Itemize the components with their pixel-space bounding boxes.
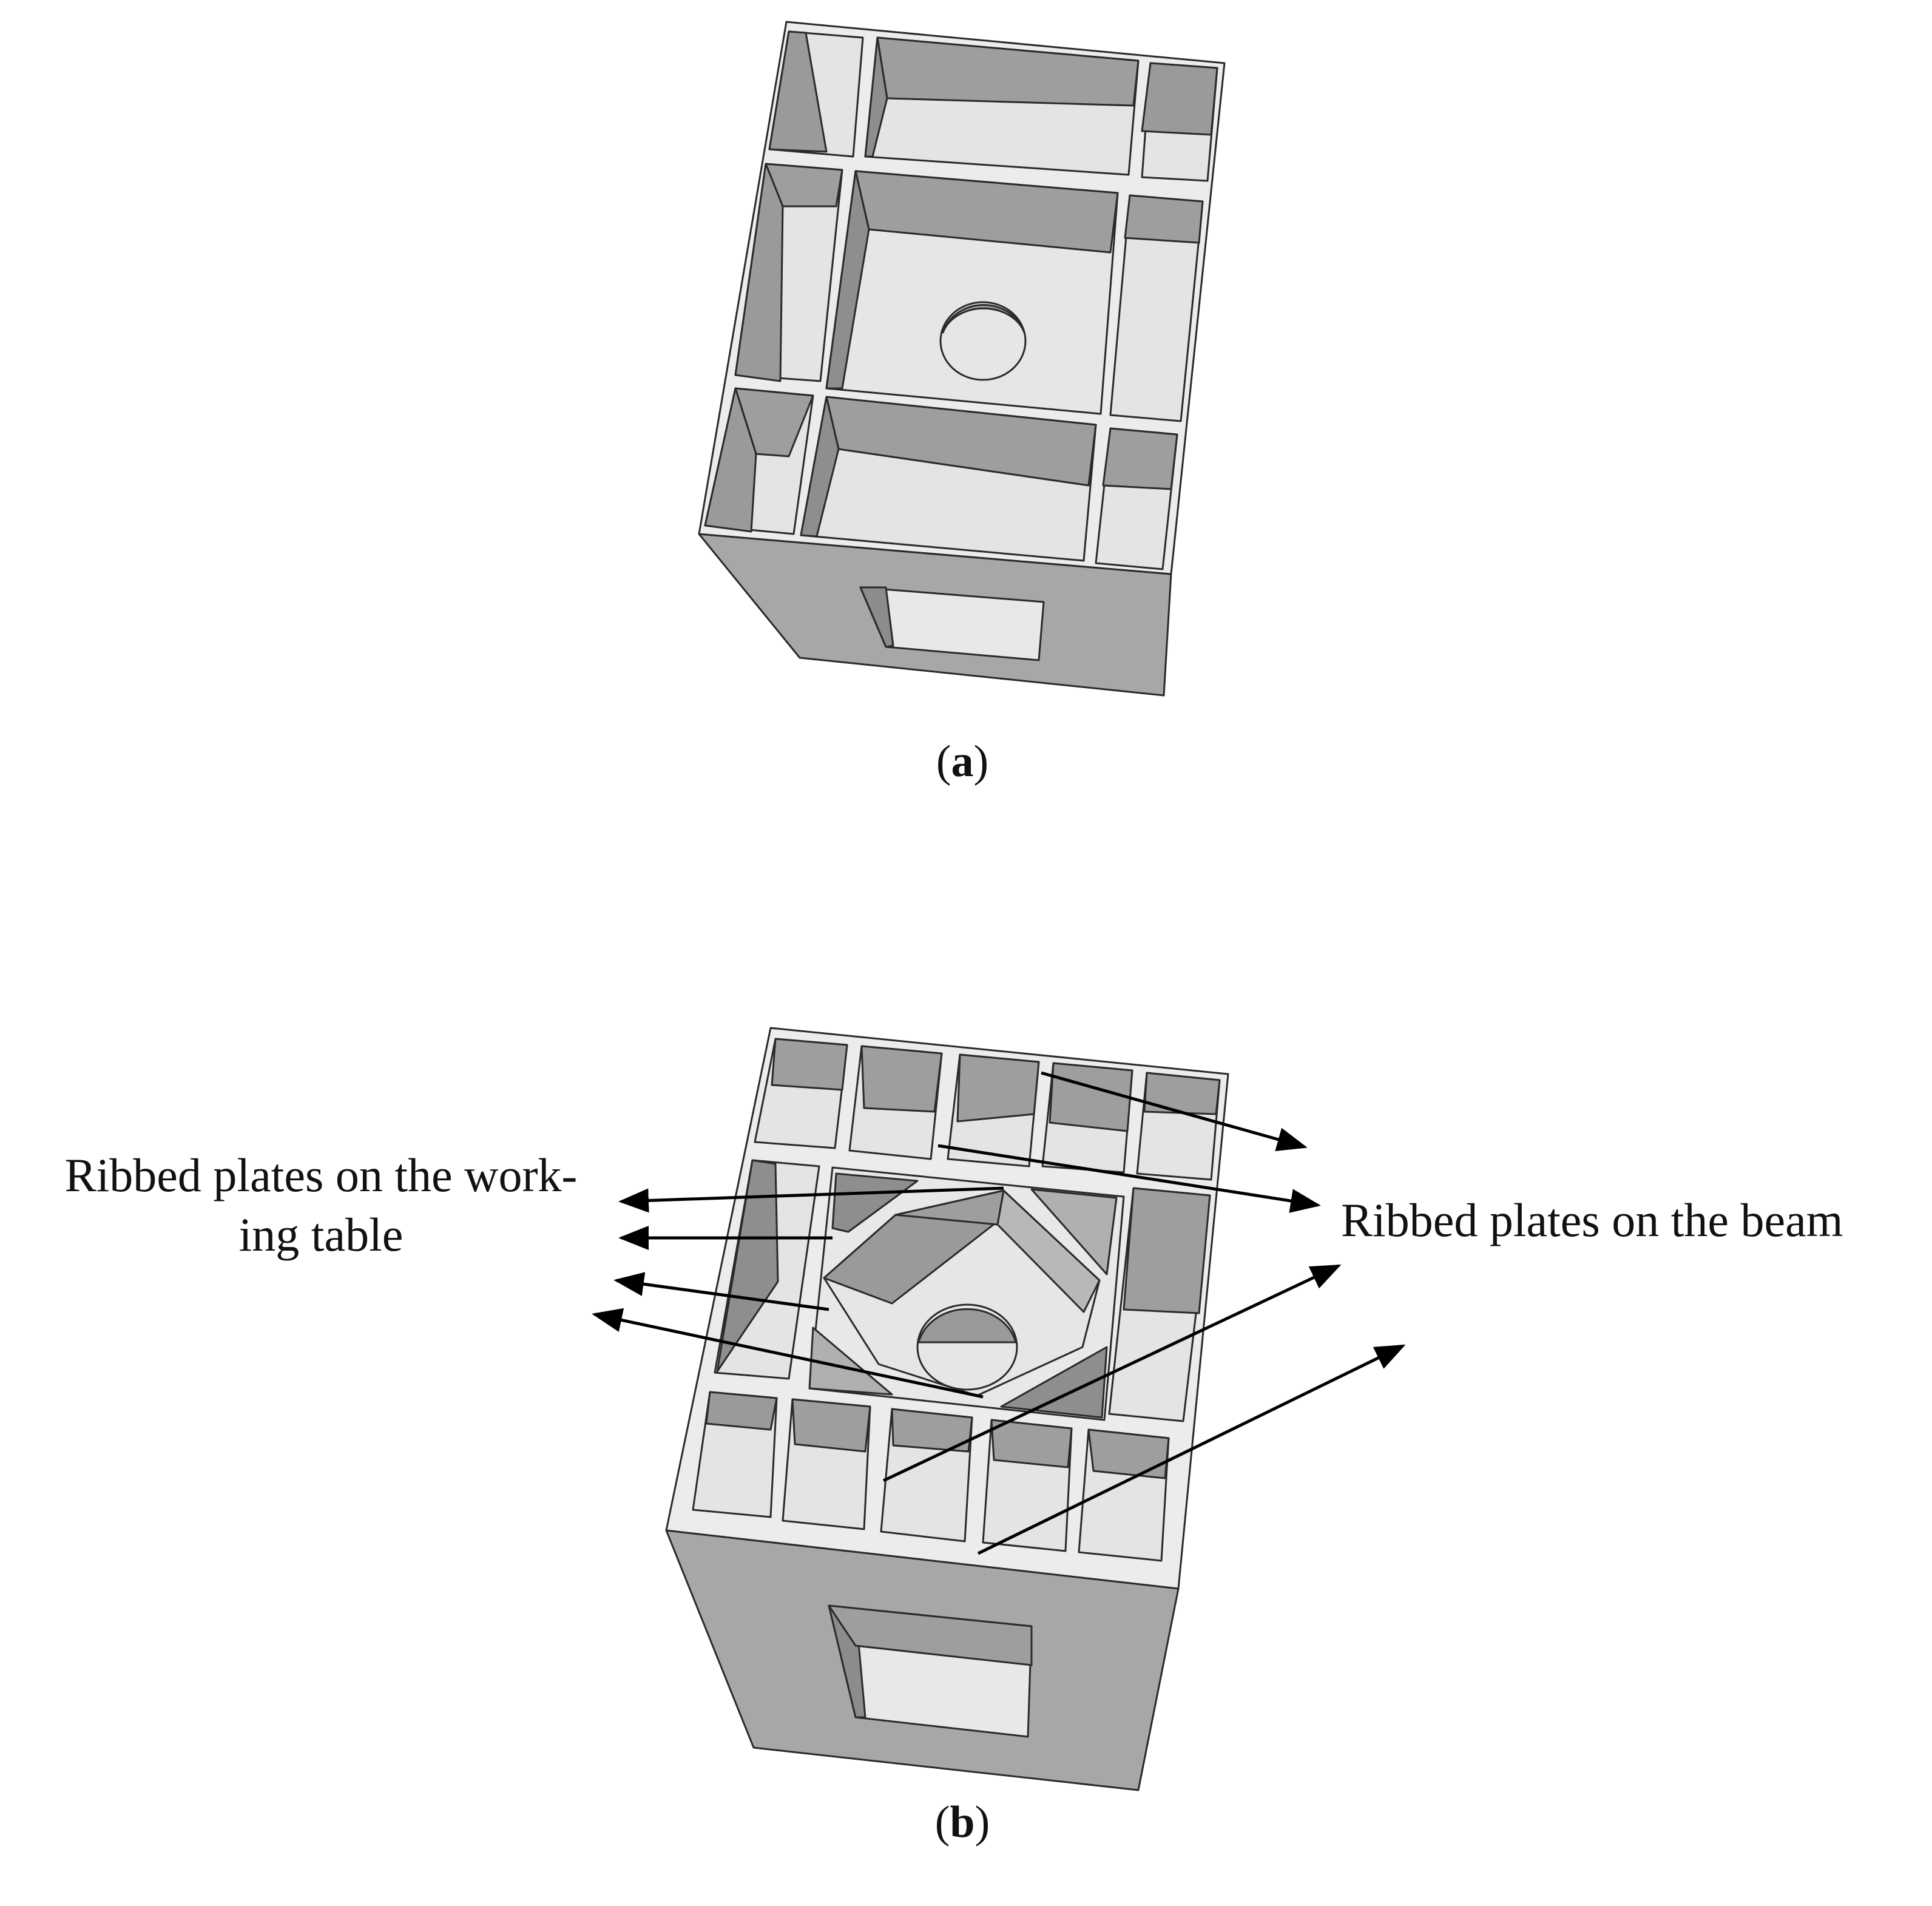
- arrows-beam: [882, 1071, 1406, 1555]
- model-b-top-cell-3-wall: [956, 1053, 1040, 1123]
- caption-a: (a): [936, 737, 989, 786]
- model-b-rib-corner-tr: [1030, 1188, 1118, 1276]
- model-a-cell-r2c3-wall: [1124, 194, 1204, 244]
- model-b: [665, 1027, 1229, 1791]
- model-a-cell-r1c3-wall: [1141, 62, 1218, 136]
- callout-worktable-line1: Ribbed plates on the work-: [64, 1149, 578, 1201]
- model-b-bottom-cell-2-wall: [791, 1398, 871, 1453]
- model-b-bottom-cell-3-wall: [891, 1408, 973, 1453]
- model-b-rib-corner-tl: [831, 1172, 919, 1233]
- model-b-mid-right-cell-wall: [1123, 1187, 1211, 1314]
- model-a-center-hole-rim: [942, 304, 1025, 334]
- arrow-worktable-3: [613, 1272, 829, 1311]
- arrow-beam-3: [882, 1264, 1342, 1482]
- arrow-beam-2: [937, 1144, 1321, 1213]
- callout-worktable: Ribbed plates on the work- ing table: [21, 1146, 621, 1265]
- arrow-worktable-4: [592, 1308, 984, 1399]
- model-a-cell-r2c1-side: [734, 163, 784, 382]
- model-a-front-window-side: [859, 586, 894, 648]
- callout-beam: Ribbed plates on the beam: [1341, 1194, 1843, 1246]
- model-b-top-cell-4-wall: [1049, 1062, 1133, 1132]
- model-b-mid-left-cell-wall: [716, 1159, 779, 1373]
- model-b-rib-corner-br: [1000, 1346, 1108, 1419]
- model-a-center-hole: [939, 301, 1027, 381]
- arrow-beam-1: [1041, 1071, 1308, 1152]
- model-a-cell-r1c1-wall: [768, 30, 828, 153]
- model-b-bottom-cell-4-wall: [990, 1419, 1073, 1468]
- caption-b: (b): [934, 1797, 990, 1847]
- model-a: [698, 21, 1226, 697]
- arrows-worktable: [592, 1186, 1004, 1399]
- model-b-bottom-cell-5-wall: [1087, 1428, 1170, 1479]
- model-a-cell-r3c3-wall: [1102, 427, 1178, 490]
- model-b-top-cell-1-wall: [771, 1038, 848, 1091]
- arrow-beam-4: [977, 1344, 1406, 1555]
- arrow-worktable-1: [618, 1186, 1004, 1213]
- model-a-cell-r3c2-side: [800, 396, 840, 538]
- caption-b-letter: b: [950, 1797, 975, 1847]
- model-b-top-cell-2-wall: [860, 1045, 943, 1113]
- caption-a-letter: a: [951, 737, 974, 786]
- model-b-rib-corner-bl: [808, 1326, 893, 1396]
- model-b-center-hole-rim: [917, 1308, 1017, 1343]
- model-b-octagon-wall-right: [996, 1189, 1101, 1313]
- model-a-cell-r2c2-side: [825, 170, 870, 390]
- model-a-cell-r1c2-side: [864, 36, 888, 158]
- model-b-top-cell-5-wall: [1143, 1072, 1221, 1115]
- model-a-cell-r3c1-side: [704, 387, 757, 533]
- callout-worktable-line2: ing table: [238, 1208, 404, 1262]
- model-b-bottom-cell-1-wall: [705, 1391, 778, 1431]
- model-b-front-window-top: [828, 1604, 1033, 1666]
